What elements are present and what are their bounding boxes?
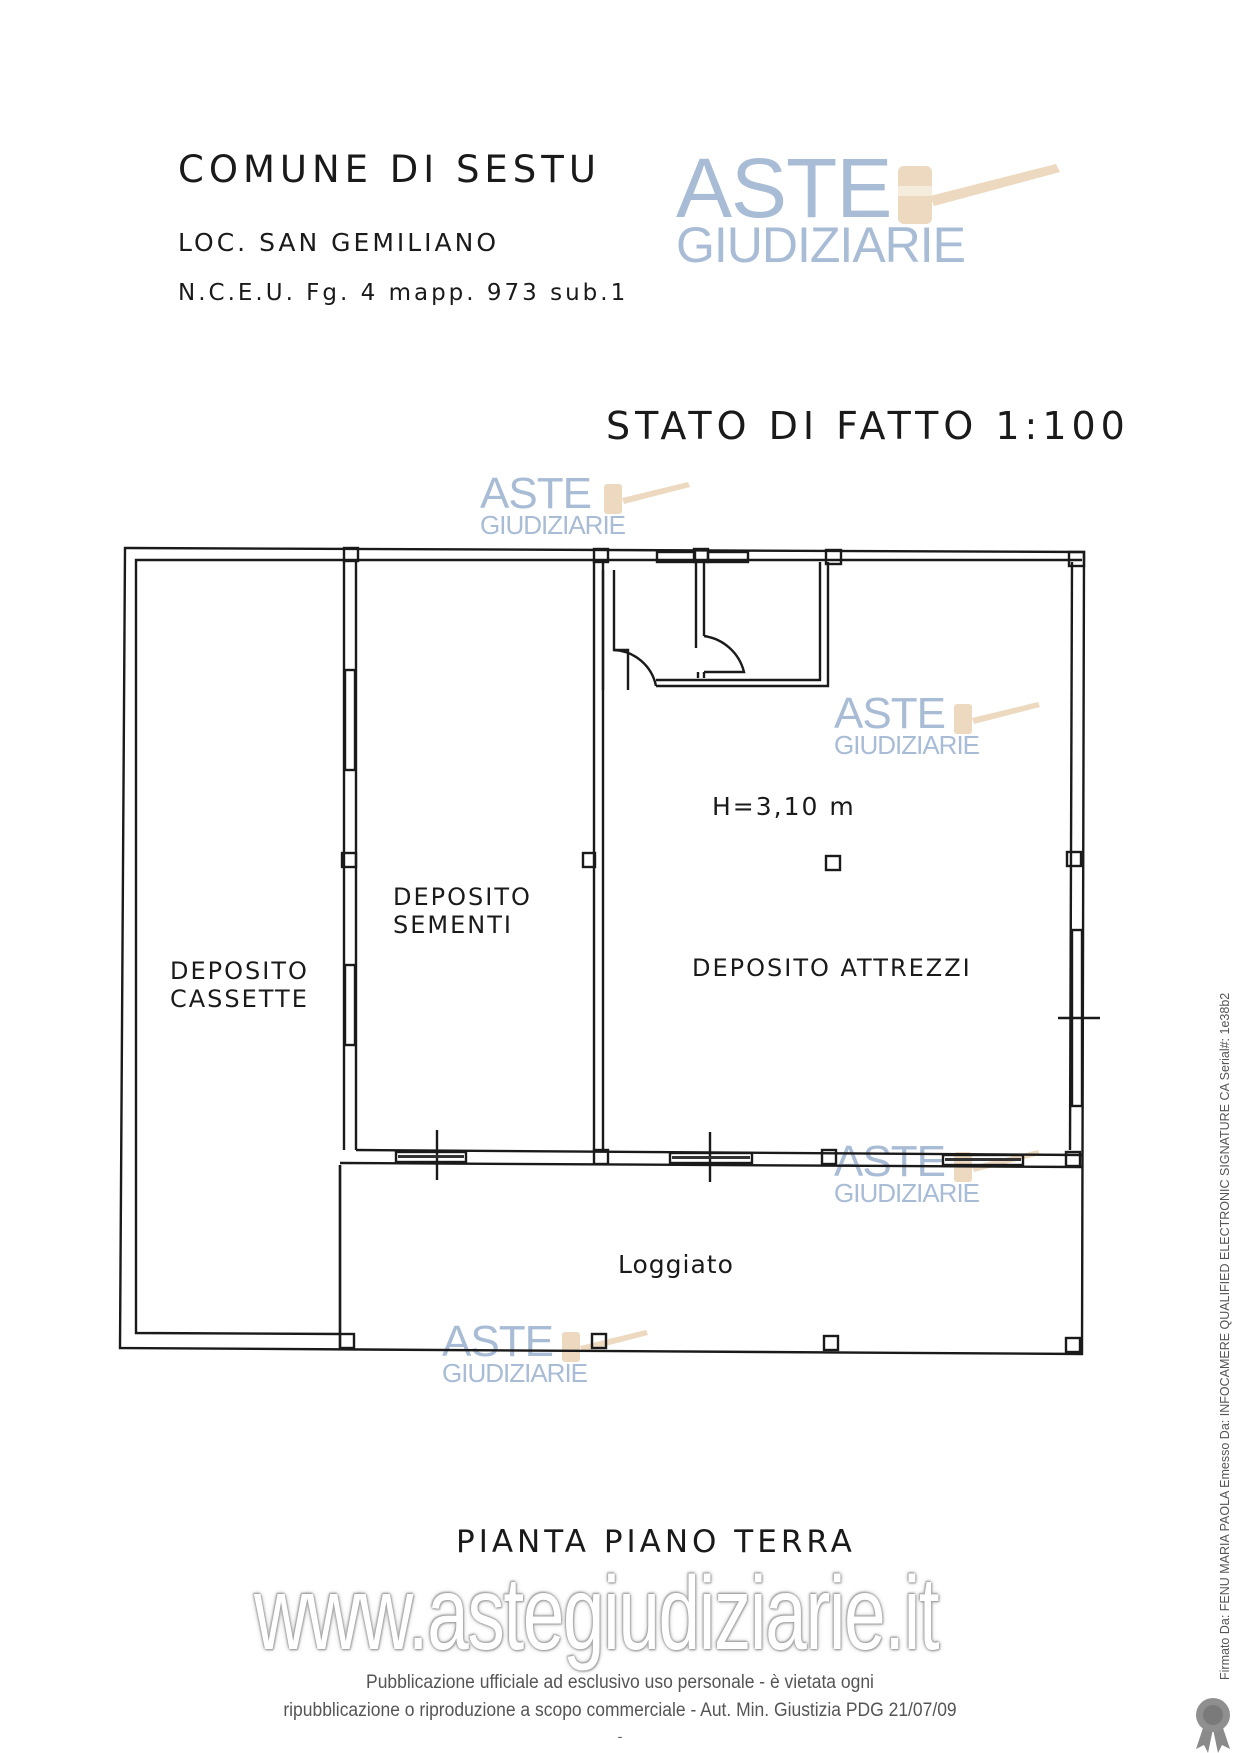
gavel-icon [898,164,1060,224]
room-label-line: DEPOSITO [170,957,309,985]
gavel-icon [562,1330,648,1362]
site-watermark: www.astegiudiziarie.it [254,1556,940,1672]
sementi-left-wall [342,560,358,1150]
gavel-icon [604,482,690,514]
room-label-line: CASSETTE [170,984,309,1013]
column-icon [824,854,842,872]
room-label-line: SEMENTI [393,910,513,939]
aste-watermark-2: ASTE GIUDIZIARIE [834,689,1040,760]
door-swing-icon [613,648,658,687]
logo-aste-text: ASTE [676,141,892,235]
cadastral-reference: N.C.E.U. Fg. 4 mapp. 973 sub.1 [178,280,629,306]
aste-watermark-4: ASTE GIUDIZIARIE [442,1317,648,1388]
locality-label: LOC. SAN GEMILIANO [178,228,500,257]
aste-watermark-1: ASTE GIUDIZIARIE [480,469,690,540]
aste-giudiziarie-logo-large: ASTE GIUDIZIARIE [676,141,1060,273]
footer-dash: - [617,1728,623,1744]
municipality-title: COMUNE DI SESTU [178,148,601,191]
attrezzi-right-wall [1068,561,1074,1151]
footer-disclaimer-line1: Pubblicazione ufficiale ad esclusivo uso… [366,1672,874,1693]
plan-title: PIANTA PIANO TERRA [456,1524,856,1560]
watermark-giudiziarie-text: GIUDIZIARIE [834,1178,980,1208]
drawing-title: STATO DI FATTO 1:100 [606,404,1130,448]
room-label-attrezzi: DEPOSITO ATTREZZI [692,954,972,982]
watermark-giudiziarie-text: GIUDIZIARIE [834,730,980,760]
room-label-loggiato: Loggiato [618,1250,734,1279]
cassette-inner-wall [134,558,1082,1336]
watermark-giudiziarie-text: GIUDIZIARIE [442,1358,588,1388]
room-label-cassette: DEPOSITO CASSETTE [170,957,309,1013]
room-label-sementi: DEPOSITO SEMENTI [393,883,532,939]
watermark-aste-text: ASTE [480,469,592,518]
logo-giudiziarie-text: GIUDIZIARIE [676,217,966,273]
gavel-icon [954,702,1040,734]
watermark-aste-text: ASTE [442,1317,554,1366]
ribbon-seal-icon [1196,1698,1230,1753]
footer-disclaimer-line2: ripubblicazione o riproduzione a scopo c… [283,1700,957,1721]
outer-wall [118,546,1086,1356]
room-label-line: DEPOSITO [393,883,532,911]
watermark-aste-text: ASTE [834,1137,946,1186]
bathroom-walls [601,570,630,690]
ceiling-height-label: H=3,10 m [712,792,856,821]
digital-signature-text: Firmato Da: FENU MARIA PAOLA Emesso Da: … [1218,992,1232,1680]
watermark-giudiziarie-text: GIUDIZIARIE [480,510,626,540]
watermark-aste-text: ASTE [834,689,946,738]
door-swing-icon [703,634,746,674]
